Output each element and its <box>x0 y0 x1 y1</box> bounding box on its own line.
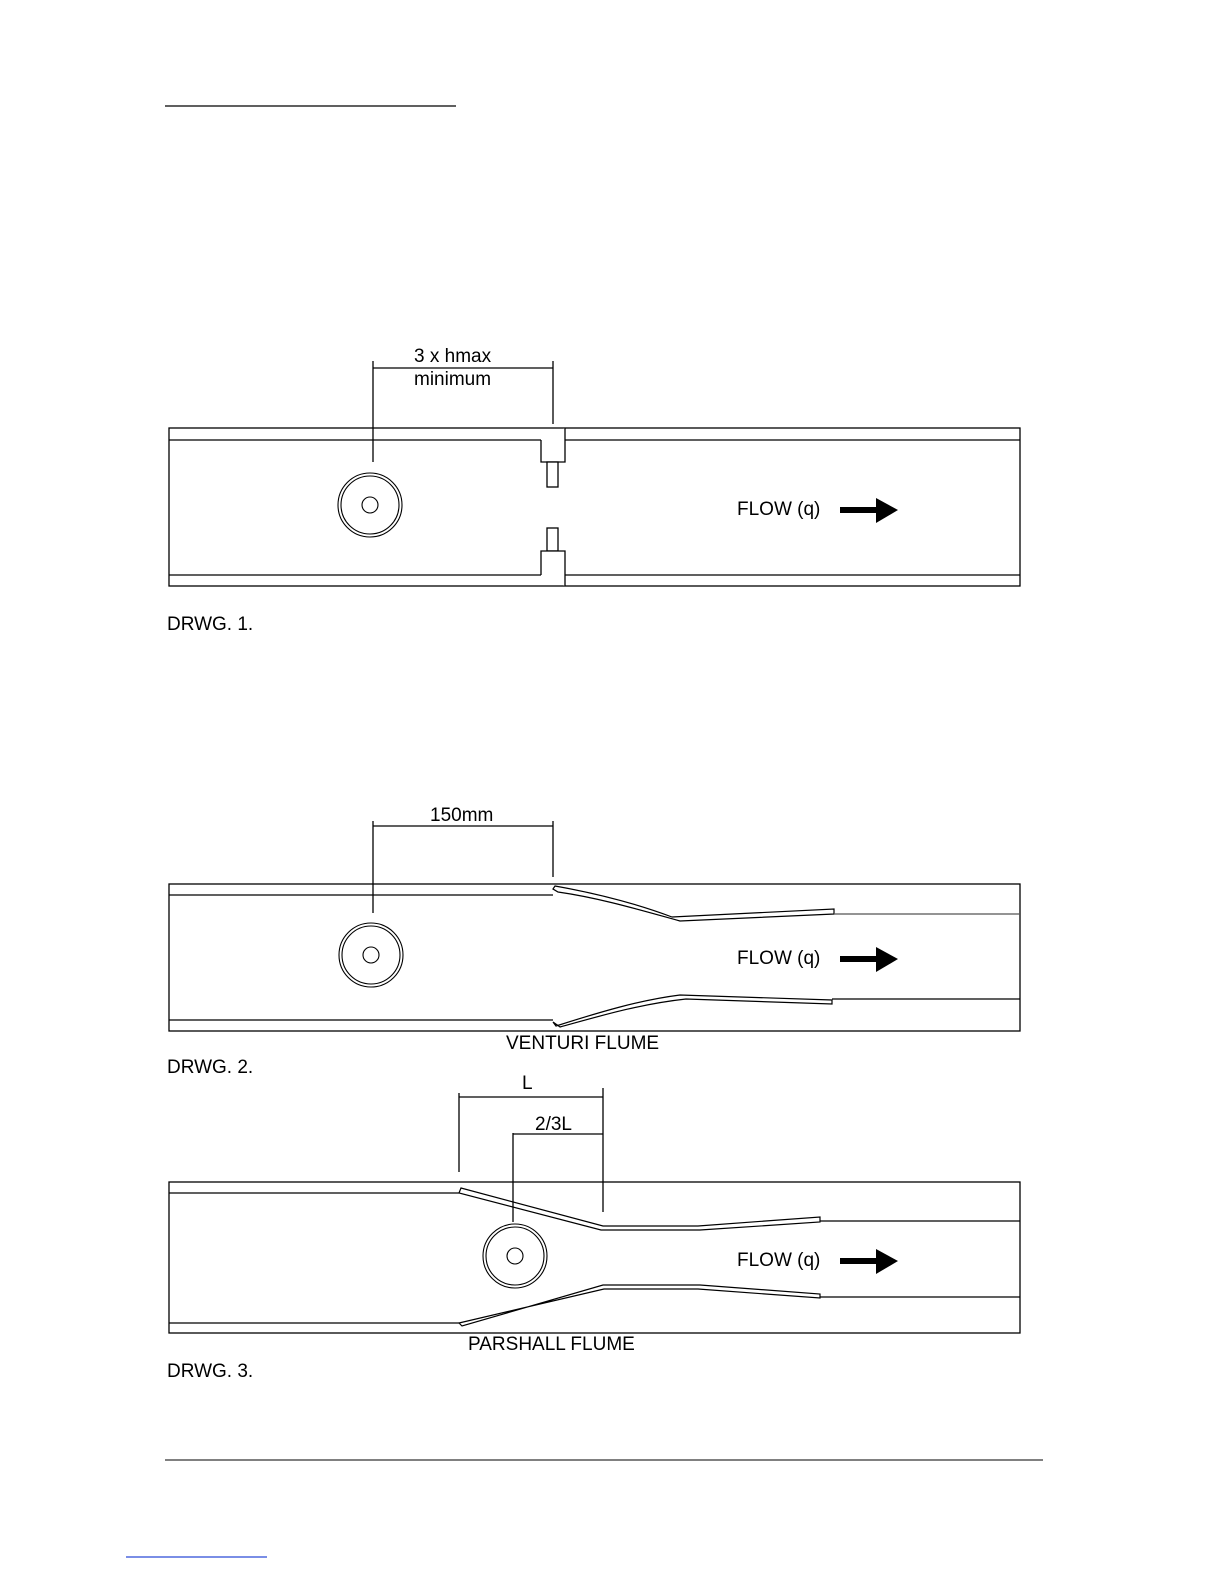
drawing-3-dimension <box>459 1088 603 1222</box>
drawing-1-flow-arrow-icon <box>840 498 898 523</box>
drawing-3-dimension-label-outer: L <box>522 1073 533 1094</box>
drawing-3-flume-label: PARSHALL FLUME <box>468 1334 635 1355</box>
drawing-1: 3 x hmax minimum FLOW (q) <box>167 346 1020 635</box>
drawing-3-caption: DRWG. 3. <box>167 1361 253 1382</box>
drawing-3-flow-arrow-icon <box>840 1249 898 1274</box>
drawing-1-sensor-icon <box>338 473 402 537</box>
drawing-2-caption: DRWG. 2. <box>167 1057 253 1078</box>
drawing-1-dimension-label-line1: 3 x hmax <box>414 346 492 367</box>
drawing-2-dimension-label: 150mm <box>430 805 493 826</box>
drawing-1-flow-label: FLOW (q) <box>737 499 820 520</box>
drawing-3: L 2/3L FLOW (q) PARSHALL FLUME DRWG. 3. <box>167 1073 1020 1382</box>
drawing-2: 150mm FLOW (q) VENTURI FLUME DRWG. 2. <box>167 805 1020 1078</box>
drawing-2-sensor-icon <box>339 923 403 987</box>
drawing-2-dimension <box>373 821 553 913</box>
drawing-3-dimension-label-inner: 2/3L <box>535 1114 572 1135</box>
drawing-1-caption: DRWG. 1. <box>167 614 253 635</box>
drawing-1-dimension-label-line2: minimum <box>414 369 491 390</box>
drawing-2-flume-label: VENTURI FLUME <box>506 1033 659 1054</box>
drawing-2-flow-label: FLOW (q) <box>737 948 820 969</box>
drawing-3-channel <box>169 1182 1020 1333</box>
drawing-3-flow-label: FLOW (q) <box>737 1250 820 1271</box>
drawing-2-flow-arrow-icon <box>840 947 898 972</box>
drawing-1-weir-plate <box>541 428 565 586</box>
drawing-3-sensor-icon <box>483 1224 547 1288</box>
